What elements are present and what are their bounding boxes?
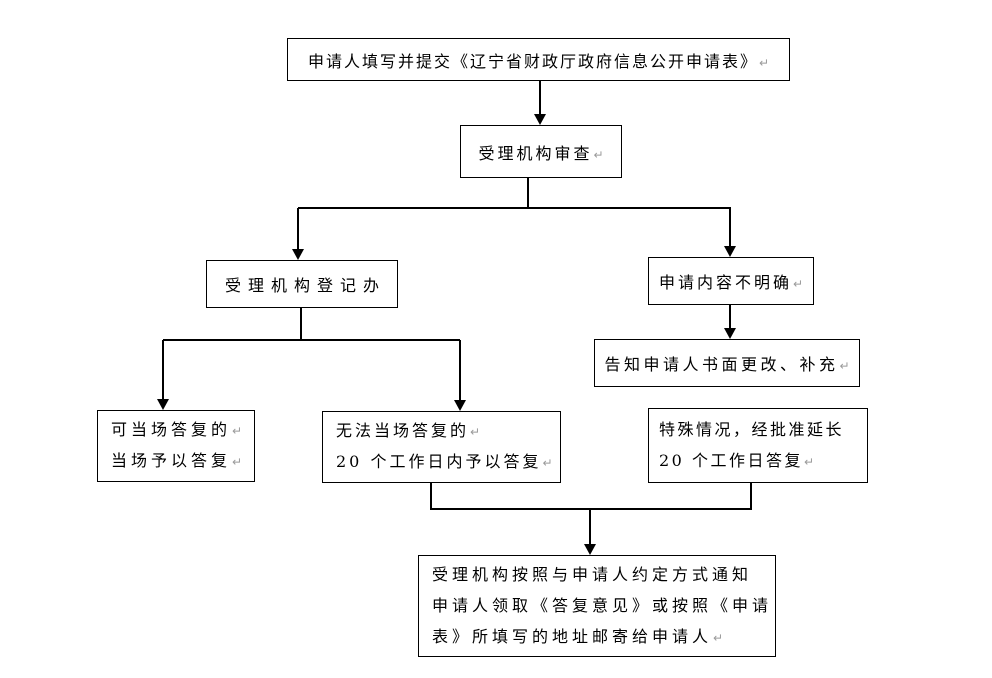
return-mark-icon: ↵ bbox=[713, 630, 724, 645]
node-special-line1: 特殊情况，经批准延长 bbox=[659, 419, 845, 439]
connector-register-branch bbox=[163, 339, 460, 341]
node-onsite-line1: 可当场答复的 bbox=[111, 420, 232, 439]
arrowhead-branch-unclear bbox=[724, 246, 736, 257]
node-special-line2: 20 个工作日答复 bbox=[659, 450, 803, 470]
arrowhead-unclear-amend bbox=[724, 328, 736, 339]
connector-unclear-amend bbox=[729, 305, 731, 329]
node-review: 受理机构审查↵ bbox=[460, 125, 622, 178]
connector-review-branch bbox=[298, 207, 731, 209]
arrowhead-branch-delayed bbox=[454, 400, 466, 411]
connector-register-stem bbox=[300, 308, 302, 340]
connector-branch-register bbox=[297, 208, 299, 250]
connector-branch-unclear bbox=[729, 208, 731, 247]
node-final-line2: 申请人领取《答复意见》或按照《申请 bbox=[432, 595, 773, 615]
connector-join-bar bbox=[430, 508, 752, 510]
node-amend-label: 告知申请人书面更改、补充 bbox=[604, 355, 839, 374]
return-mark-icon: ↵ bbox=[232, 455, 243, 469]
return-mark-icon: ↵ bbox=[758, 55, 770, 70]
node-onsite-reply: 可当场答复的↵ 当场予以答复↵ bbox=[97, 410, 255, 482]
return-mark-icon: ↵ bbox=[542, 456, 553, 470]
connector-branch-onsite bbox=[162, 340, 164, 400]
node-special-extension: 特殊情况，经批准延长 20 个工作日答复↵ bbox=[648, 408, 868, 483]
node-final-line3: 表》所填写的地址邮寄给申请人 bbox=[432, 626, 713, 646]
return-mark-icon: ↵ bbox=[470, 425, 481, 439]
node-submit-label: 申请人填写并提交《辽宁省财政厅政府信息公开申请表》 bbox=[307, 51, 758, 71]
return-mark-icon: ↵ bbox=[792, 277, 804, 291]
node-unclear-label: 申请内容不明确 bbox=[658, 273, 792, 292]
return-mark-icon: ↵ bbox=[593, 147, 604, 162]
node-delayed-line2: 20 个工作日内予以答复 bbox=[336, 452, 542, 471]
arrowhead-submit-review bbox=[534, 114, 546, 125]
node-notify-amend: 告知申请人书面更改、补充↵ bbox=[594, 339, 860, 387]
return-mark-icon: ↵ bbox=[839, 359, 850, 373]
connector-review-stem bbox=[527, 178, 529, 208]
return-mark-icon: ↵ bbox=[232, 424, 243, 438]
node-final-line1: 受理机构按照与申请人约定方式通知 bbox=[432, 564, 753, 584]
arrowhead-branch-register bbox=[292, 249, 304, 260]
connector-submit-review bbox=[539, 81, 541, 115]
node-delayed-line1: 无法当场答复的 bbox=[336, 421, 470, 440]
return-mark-icon: ↵ bbox=[803, 454, 815, 469]
node-unclear-content: 申请内容不明确↵ bbox=[648, 257, 814, 305]
connector-join-final bbox=[589, 509, 591, 545]
node-register-label: 受理机构登记办 bbox=[224, 276, 386, 295]
node-review-label: 受理机构审查 bbox=[478, 143, 593, 163]
node-final-notify: 受理机构按照与申请人约定方式通知 申请人领取《答复意见》或按照《申请 表》所填写… bbox=[418, 555, 776, 657]
node-register: 受理机构登记办 bbox=[206, 260, 398, 308]
connector-special-join bbox=[750, 483, 752, 510]
node-reply-20days: 无法当场答复的↵ 20 个工作日内予以答复↵ bbox=[322, 411, 561, 483]
connector-branch-delayed bbox=[459, 340, 461, 401]
arrowhead-branch-onsite bbox=[157, 399, 169, 410]
connector-delayed-join bbox=[430, 483, 432, 510]
arrowhead-join-final bbox=[584, 544, 596, 555]
node-onsite-line2: 当场予以答复 bbox=[111, 451, 232, 470]
node-submit-application: 申请人填写并提交《辽宁省财政厅政府信息公开申请表》↵ bbox=[287, 38, 790, 81]
